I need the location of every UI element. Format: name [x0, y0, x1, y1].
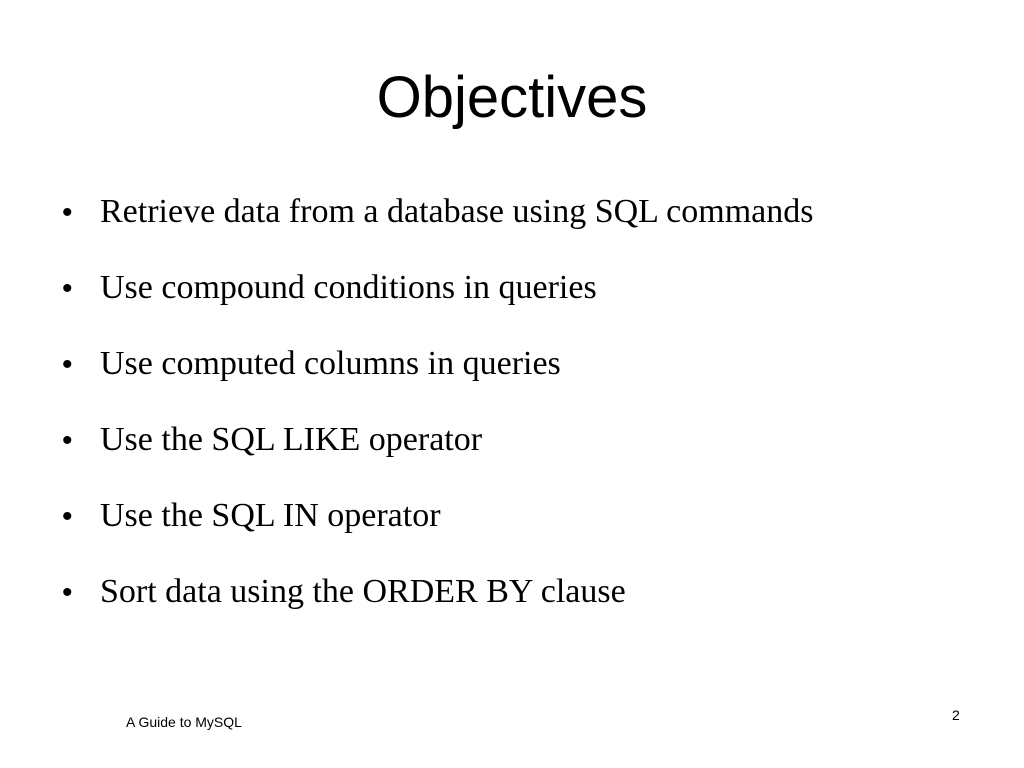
bullet-text: Use compound conditions in queries — [100, 269, 597, 306]
bullet-text: Sort data using the ORDER BY clause — [100, 573, 626, 610]
bullet-item: • Retrieve data from a database using SQ… — [62, 186, 982, 262]
bullet-icon: • — [62, 500, 73, 533]
slide-title: Objectives — [376, 65, 648, 130]
bullet-text: Retrieve data from a database using SQL … — [100, 193, 814, 230]
bullet-text: Use the SQL LIKE operator — [100, 421, 483, 458]
bullet-item: • Use computed columns in queries — [62, 338, 982, 414]
slide-footer: A Guide to MySQL — [126, 714, 242, 730]
bullet-item: • Use the SQL IN operator — [62, 490, 982, 566]
bullet-list: • Retrieve data from a database using SQ… — [62, 186, 982, 642]
page-number: 2 — [952, 707, 960, 723]
bullet-text: Use the SQL IN operator — [100, 497, 441, 534]
bullet-item: • Use compound conditions in queries — [62, 262, 982, 338]
bullet-icon: • — [62, 196, 73, 229]
bullet-icon: • — [62, 576, 73, 609]
bullet-icon: • — [62, 272, 73, 305]
bullet-item: • Use the SQL LIKE operator — [62, 414, 982, 490]
bullet-item: • Sort data using the ORDER BY clause — [62, 566, 982, 642]
bullet-icon: • — [62, 424, 73, 457]
bullet-text: Use computed columns in queries — [100, 345, 561, 382]
bullet-icon: • — [62, 348, 73, 381]
